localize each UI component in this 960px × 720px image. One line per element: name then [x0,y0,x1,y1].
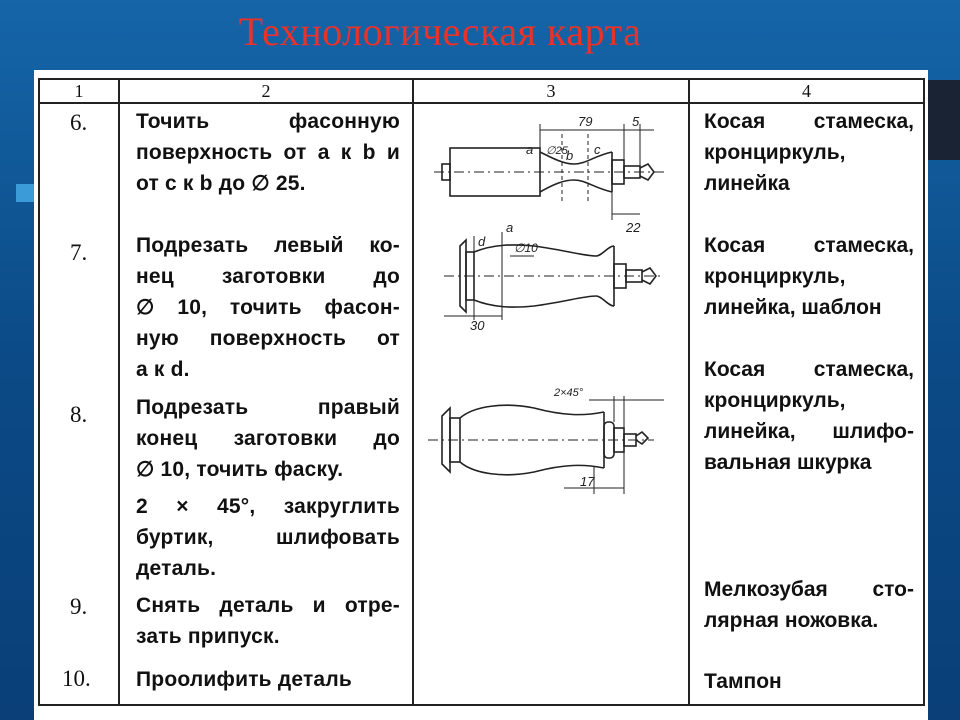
dim-label: a [526,142,533,157]
tools-text: Косая стамеска, кронциркуль, линейка [704,110,914,195]
body-row: 6. 7. 8. 9. 10. Точить фасонную поверхно… [38,102,925,706]
dim-label: 30 [470,318,485,333]
header-col-1: 1 [38,78,120,104]
header-col-3: 3 [412,78,690,104]
operation-text: Снять деталь и отре- зать припуск. [136,594,400,648]
sketch-step-7 [444,232,664,320]
dim-label: c [594,142,601,157]
background-accent-square [16,184,34,202]
tools-text: Косая стамеска, кронциркуль, линейка, шл… [704,358,914,474]
dim-label: 17 [580,474,595,489]
turning-sketches: 79 5 a ∅25 b c 22 d a ∅10 30 2×45° 17 [428,114,664,494]
dim-label: 2×45° [553,387,584,399]
sketch-step-6 [434,124,664,220]
tools-text: Тампон [704,670,782,693]
background-dark-band [928,80,960,160]
dim-label: 5 [632,114,640,129]
operation-text: Подрезать правый конец заготовки до ∅ 10… [136,396,400,580]
operation-text: Точить фасонную поверхность от a к b и о… [136,110,400,195]
step-number: 7. [70,240,88,265]
dim-label: 22 [625,220,641,235]
step-number: 8. [70,402,88,427]
tools-column: Косая стамеска, кронциркуль, линейка Кос… [688,102,925,706]
dim-label: 79 [578,114,592,129]
tools-text: Косая стамеска, кронциркуль, линейка, ша… [704,234,914,319]
dim-label: ∅10 [514,241,538,255]
header-col-4: 4 [688,78,925,104]
sketches-column: 79 5 a ∅25 b c 22 d a ∅10 30 2×45° 17 [412,102,690,706]
tools-text: Мелкозубая сто- лярная ножовка. [704,578,914,632]
step-number: 9. [70,594,88,619]
step-number: 10. [62,666,91,691]
dim-label: b [566,148,573,163]
slide-title: Технологическая карта [238,9,642,54]
tech-card-sheet: 1 2 3 4 6. 7. 8. 9. 10. Точить фасонную … [34,70,928,720]
numbers-column: 6. 7. 8. 9. 10. [38,102,120,706]
operation-text: Подрезать левый ко- нец заготовки до ∅ 1… [136,234,400,381]
operations-column: Точить фасонную поверхность от a к b и о… [118,102,414,706]
dim-label: d [478,234,486,249]
tech-card-table: 1 2 3 4 6. 7. 8. 9. 10. Точить фасонную … [38,78,925,706]
step-number: 6. [70,110,88,135]
operation-text: Проолифить деталь [136,668,352,691]
header-row: 1 2 3 4 [38,78,925,104]
dim-label: a [506,220,513,235]
sketch-step-8 [428,396,664,494]
dim-label: ∅25 [546,145,569,157]
header-col-2: 2 [118,78,414,104]
